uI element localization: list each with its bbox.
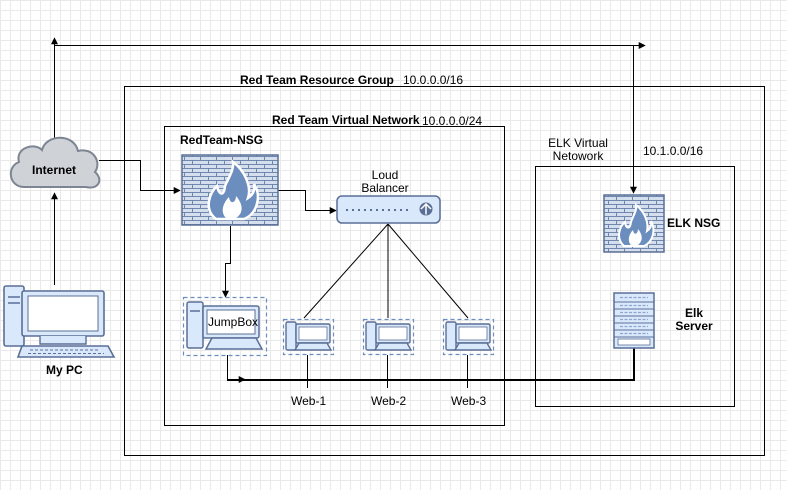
elk-network-title-line1: ELK Virtual <box>548 136 608 150</box>
jumpbox-label: JumpBox <box>208 315 259 329</box>
firewall-icon <box>181 154 279 226</box>
elk-server-label-line2: Server <box>675 319 713 333</box>
elk-server-label: Elk Server <box>666 307 722 333</box>
nsg-to-balancer-edge <box>278 190 337 214</box>
desktop-computer-icon <box>3 285 116 358</box>
load-balancer-label-line1: Loud <box>371 168 399 182</box>
load-balancer-icon <box>336 195 441 224</box>
redteam-nsg-label: RedTeam-NSG <box>180 133 264 147</box>
elk-network-title-line2: Netowork <box>552 149 604 163</box>
connectors <box>51 37 646 388</box>
web2-label: Web-2 <box>371 394 407 408</box>
balancer-to-web1-edge <box>303 223 389 319</box>
resource-group-boundary <box>124 86 765 456</box>
elk-network-cidr: 10.1.0.0/16 <box>643 144 704 158</box>
elk-network-boundary <box>535 166 735 407</box>
virtual-network-cidr: 10.0.0.0/24 <box>422 114 483 128</box>
virtual-network-title: Red Team Virtual Network <box>272 113 420 127</box>
nsg-to-jumpbox-edge <box>222 226 231 298</box>
elk-nsg-label: ELK NSG <box>667 216 721 230</box>
elk-server-label-line1: Elk <box>684 306 703 320</box>
internet-to-nsg-edge <box>99 160 181 194</box>
resource-group-cidr: 10.0.0.0/16 <box>403 73 464 87</box>
server-rack-icon <box>613 292 655 349</box>
jumpbox-to-web-bus-edge <box>227 355 246 383</box>
jumpbox-icon <box>182 296 268 357</box>
load-balancer-label-line2: Balancer <box>361 181 409 195</box>
my-pc-label: My PC <box>46 363 83 377</box>
web1-server-icon <box>282 318 335 356</box>
balancer-to-web3-edge <box>387 223 469 319</box>
elk-network-title: ELK Virtual Netowork <box>537 137 619 163</box>
resource-group-title: Red Team Resource Group <box>240 73 394 87</box>
web3-server-icon <box>442 318 495 356</box>
web2-server-icon <box>362 318 415 356</box>
web3-label: Web-3 <box>451 394 487 408</box>
web1-label: Web-1 <box>291 394 327 408</box>
elk-firewall-icon <box>603 194 665 253</box>
load-balancer-label: Loud Balancer <box>345 169 425 195</box>
cloud-icon <box>9 136 101 189</box>
virtual-network-boundary <box>164 126 505 426</box>
web-bus-edge <box>227 348 635 381</box>
internet-label: Internet <box>32 163 77 177</box>
